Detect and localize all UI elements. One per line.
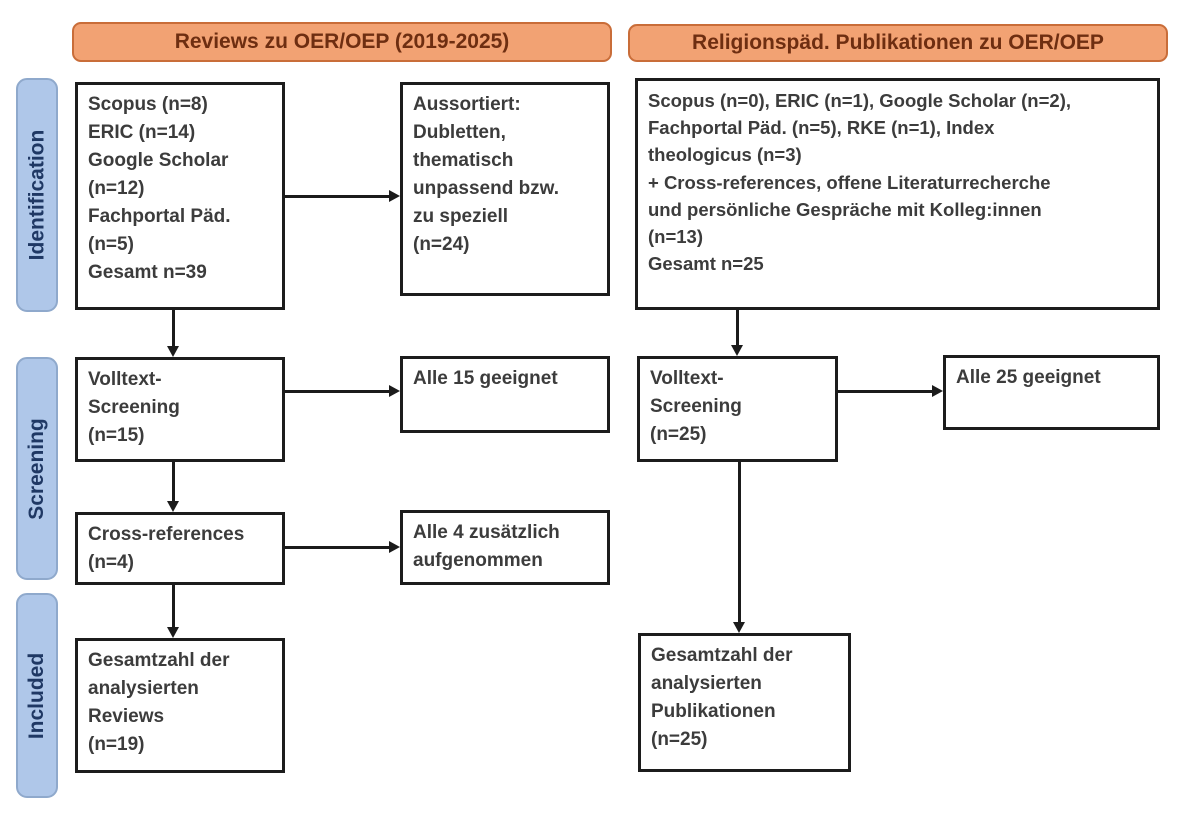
- arrow-left-crossref-to-result-icon: [285, 541, 400, 553]
- box-left-included-total: Gesamtzahl der analysierten Reviews (n=1…: [75, 638, 285, 773]
- box-left-identification-sources: Scopus (n=8) ERIC (n=14) Google Scholar …: [75, 82, 285, 310]
- box-left-excluded: Aussortiert: Dubletten, thematisch unpas…: [400, 82, 610, 296]
- arrow-left-id-to-excluded-icon: [285, 190, 400, 202]
- box-left-fulltext-result: Alle 15 geeignet: [400, 356, 610, 433]
- box-left-fulltext-screening: Volltext- Screening (n=15): [75, 357, 285, 462]
- arrow-right-fulltext-to-result-icon: [838, 385, 943, 397]
- box-left-crossref-result: Alle 4 zusätzlich aufgenommen: [400, 510, 610, 585]
- box-left-crossreferences: Cross-references (n=4): [75, 512, 285, 585]
- stage-label-identification-text: Identification: [25, 129, 49, 261]
- box-right-included-total: Gesamtzahl der analysierten Publikatione…: [638, 633, 851, 772]
- box-right-identification-sources: Scopus (n=0), ERIC (n=1), Google Scholar…: [635, 78, 1160, 310]
- column-header-publications: Religionspäd. Publikationen zu OER/OEP: [628, 24, 1168, 62]
- arrow-left-fulltext-to-crossref-icon: [167, 462, 179, 512]
- arrow-left-fulltext-to-result-icon: [285, 385, 400, 397]
- arrow-right-fulltext-to-included-icon: [733, 462, 745, 633]
- stage-label-included-text: Included: [25, 652, 48, 739]
- stage-label-screening: Screening: [16, 357, 58, 580]
- arrow-left-crossref-to-included-icon: [167, 585, 179, 638]
- stage-label-included: Included: [16, 593, 58, 798]
- box-right-fulltext-result: Alle 25 geeignet: [943, 355, 1160, 430]
- arrow-right-id-to-fulltext-icon: [731, 310, 743, 356]
- arrow-left-id-to-fulltext-icon: [167, 310, 179, 357]
- stage-label-screening-text: Screening: [25, 417, 49, 520]
- column-header-reviews: Reviews zu OER/OEP (2019-2025): [72, 22, 612, 62]
- stage-label-identification: Identification: [16, 78, 58, 312]
- box-right-fulltext-screening: Volltext- Screening (n=25): [637, 356, 838, 462]
